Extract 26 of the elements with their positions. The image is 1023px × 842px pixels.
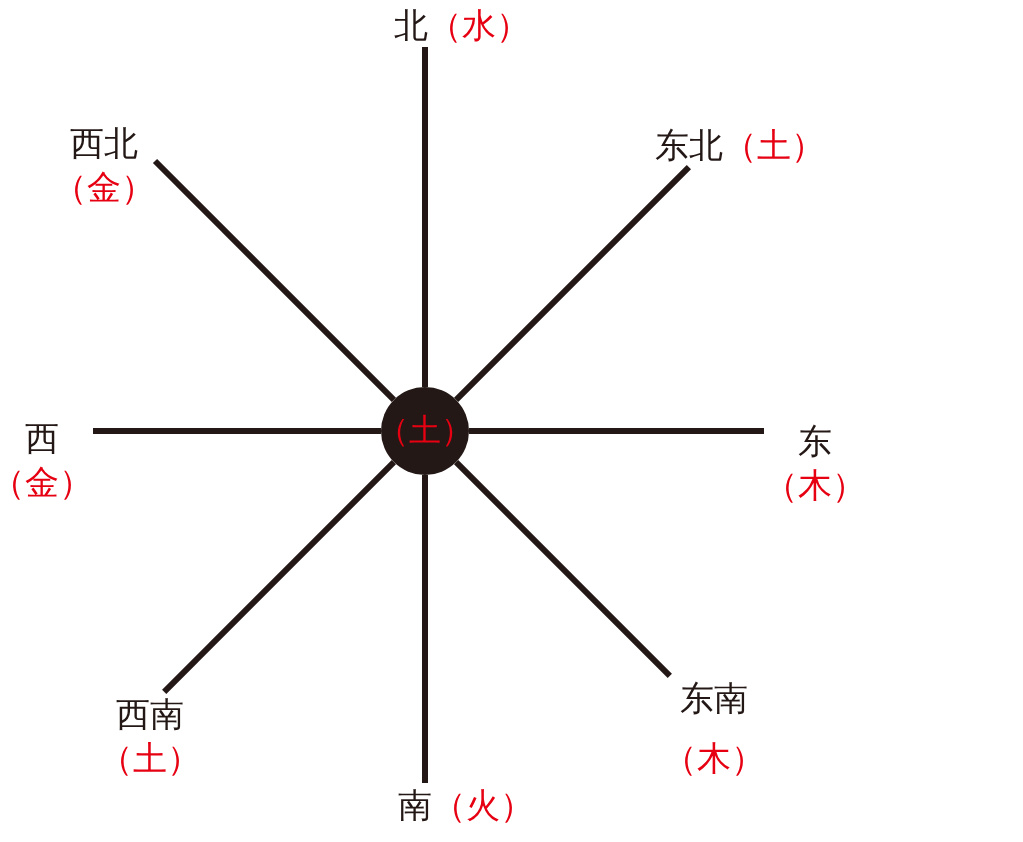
element-label: （木） xyxy=(764,464,866,507)
direction-label: 北 xyxy=(394,3,428,47)
element-label: （土） xyxy=(723,123,825,167)
direction-label: 东南 xyxy=(680,676,748,720)
direction-label: 东 xyxy=(798,419,832,463)
line xyxy=(152,158,396,402)
element-label: （金） xyxy=(0,461,93,504)
element-label: （火） xyxy=(432,783,534,827)
line xyxy=(469,428,764,434)
line xyxy=(162,460,396,694)
line xyxy=(422,47,428,387)
direction-label: 东北 xyxy=(655,123,723,167)
direction-label: 西北 xyxy=(70,121,138,165)
element-label: （金） xyxy=(53,166,155,209)
line xyxy=(422,475,428,783)
direction-label: 南 xyxy=(398,783,432,827)
line xyxy=(454,460,672,678)
element-label: （水） xyxy=(428,3,530,47)
direction-label: 西南 xyxy=(116,692,184,736)
line xyxy=(454,164,692,402)
center-circle xyxy=(381,387,469,475)
direction-label: 西 xyxy=(25,416,59,460)
element-label: （土） xyxy=(377,410,473,452)
line xyxy=(93,428,381,434)
element-label: （木） xyxy=(663,737,765,780)
element-label: （土） xyxy=(99,737,201,780)
